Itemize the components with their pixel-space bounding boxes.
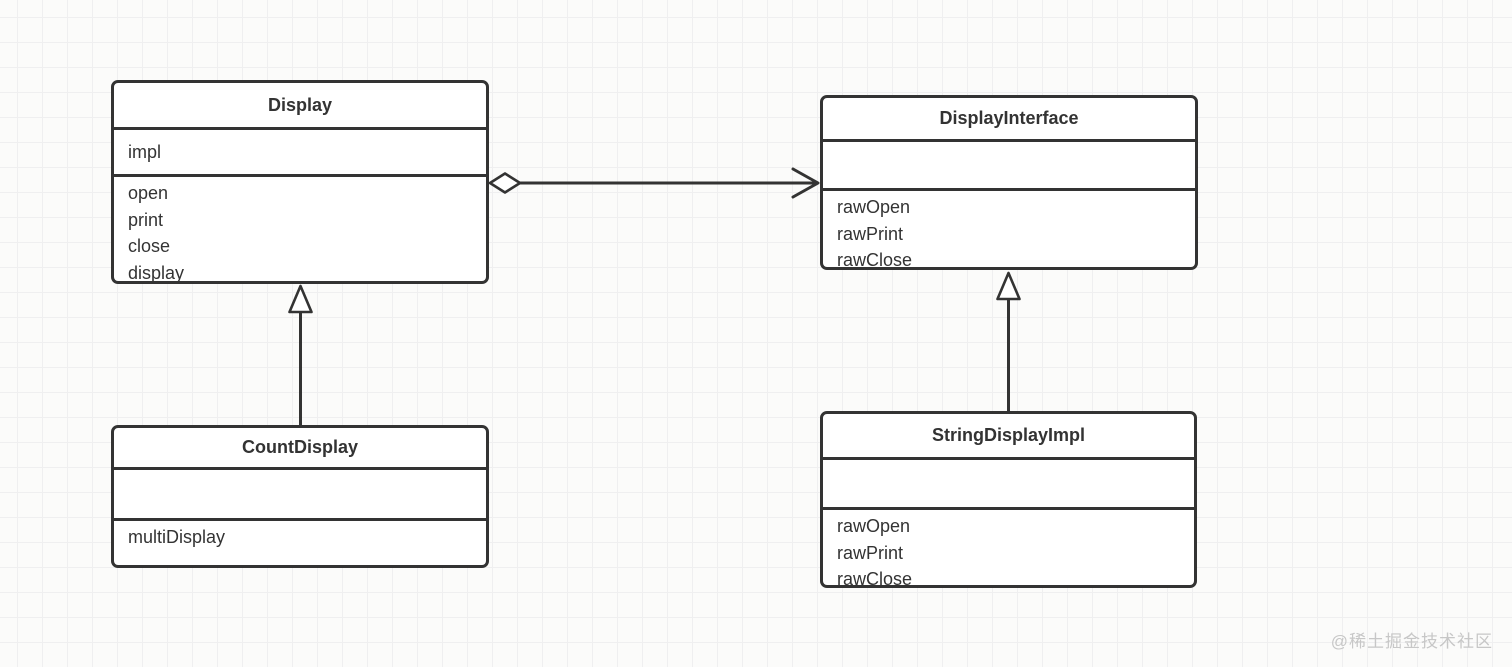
hollow-triangle-arrowhead-icon [288,284,313,314]
class-method: rawOpen [837,516,911,536]
class-method: rawClose [837,250,913,267]
class-title: CountDisplay [114,428,486,470]
class-box-stringdisplayimpl: StringDisplayImpl rawOpen rawPrint rawCl… [820,411,1197,588]
class-title: DisplayInterface [823,98,1195,142]
generalization-connector-countdisplay-to-display [288,284,313,427]
aggregation-connector-display-to-displayinterface [488,167,820,199]
class-method: display [128,262,185,282]
aggregation-diamond-icon [488,172,522,194]
class-methods-compartment: rawOpen rawPrint rawClose [823,510,1194,585]
class-title: StringDisplayImpl [823,414,1194,460]
class-methods-compartment: rawOpen rawPrint rawClose [823,191,1195,267]
watermark: @稀土掘金技术社区 [1330,632,1493,651]
class-method: rawPrint [837,223,904,244]
class-title: Display [114,83,486,130]
class-method: open [128,183,169,203]
open-arrowhead-icon [791,167,820,199]
hollow-triangle-arrowhead-icon [996,271,1021,301]
class-methods-compartment: open print close display [114,177,486,281]
class-box-countdisplay: CountDisplay multiDisplay [111,425,489,568]
class-method: print [128,209,164,230]
class-box-display: Display impl open print close display [111,80,489,284]
class-method: close [128,236,171,256]
class-attributes-compartment [114,470,486,521]
class-attributes-compartment [823,460,1194,510]
class-method: multiDisplay [128,527,226,547]
class-box-displayinterface: DisplayInterface rawOpen rawPrint rawClo… [820,95,1198,270]
class-attribute: impl [128,141,162,162]
class-method: rawOpen [837,197,911,217]
class-methods-compartment: multiDisplay [114,521,486,565]
generalization-connector-stringdisplayimpl-to-displayinterface [996,271,1021,413]
class-method: rawClose [837,569,913,585]
class-method: rawPrint [837,542,904,563]
class-attributes-compartment: impl [114,130,486,177]
class-attributes-compartment [823,142,1195,191]
